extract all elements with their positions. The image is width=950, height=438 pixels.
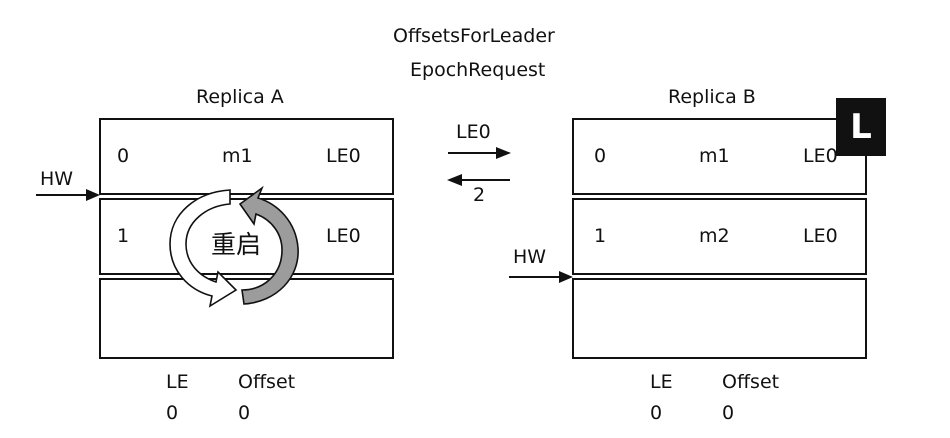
request-label-line1: OffsetsForLeader (393, 25, 555, 47)
replica-b-footer-le-label: LE (650, 371, 673, 393)
replica-a-row-1-epoch: LE0 (326, 225, 361, 247)
replica-a-footer-offset-value: 0 (238, 402, 251, 424)
replica-b-row-1-message: m2 (699, 225, 730, 247)
replica-b-footer-offset-label: Offset (722, 371, 780, 393)
restart-cycle-icon (169, 185, 299, 308)
replica-b-hw-label: HW (513, 246, 547, 268)
replica-b-row-1 (572, 198, 867, 275)
replica-b-row-1-offset: 1 (594, 225, 607, 247)
request-label-line2: EpochRequest (410, 59, 546, 81)
replica-a-row-0-epoch: LE0 (326, 145, 361, 167)
replica-b-row-0 (572, 118, 867, 195)
request-arrow (448, 147, 511, 159)
replica-b-row-0-offset: 0 (594, 145, 607, 167)
replica-a-footer-le-label: LE (166, 371, 189, 393)
replica-b-row-1-epoch: LE0 (803, 225, 838, 247)
restart-label: 重启 (211, 230, 262, 259)
replica-b-row-2 (572, 278, 867, 359)
response-arrow (447, 174, 510, 186)
replica-a-row-0-message: m1 (222, 145, 253, 167)
replica-a-row-0-offset: 0 (117, 145, 130, 167)
replica-a-footer-le-value: 0 (166, 402, 179, 424)
replica-a-row-1 (99, 198, 394, 275)
replica-a-title: Replica A (196, 86, 284, 108)
replica-a-hw-label: HW (40, 168, 74, 190)
replica-a-row-0 (99, 118, 394, 195)
replica-b-hw-arrow (509, 271, 573, 283)
leader-badge: L (836, 98, 886, 156)
replica-b-title: Replica B (668, 86, 756, 108)
response-arrow-label: 2 (473, 184, 486, 206)
replica-b-row-0-epoch: LE0 (803, 145, 838, 167)
replica-a-hw-arrow (36, 189, 100, 201)
replica-b-footer-offset-value: 0 (722, 402, 735, 424)
replica-a-row-1-offset: 1 (117, 225, 130, 247)
request-arrow-label: LE0 (456, 121, 491, 143)
replica-b-row-0-message: m1 (699, 145, 730, 167)
replica-b-footer-le-value: 0 (650, 402, 663, 424)
replica-a-footer-offset-label: Offset (238, 371, 296, 393)
